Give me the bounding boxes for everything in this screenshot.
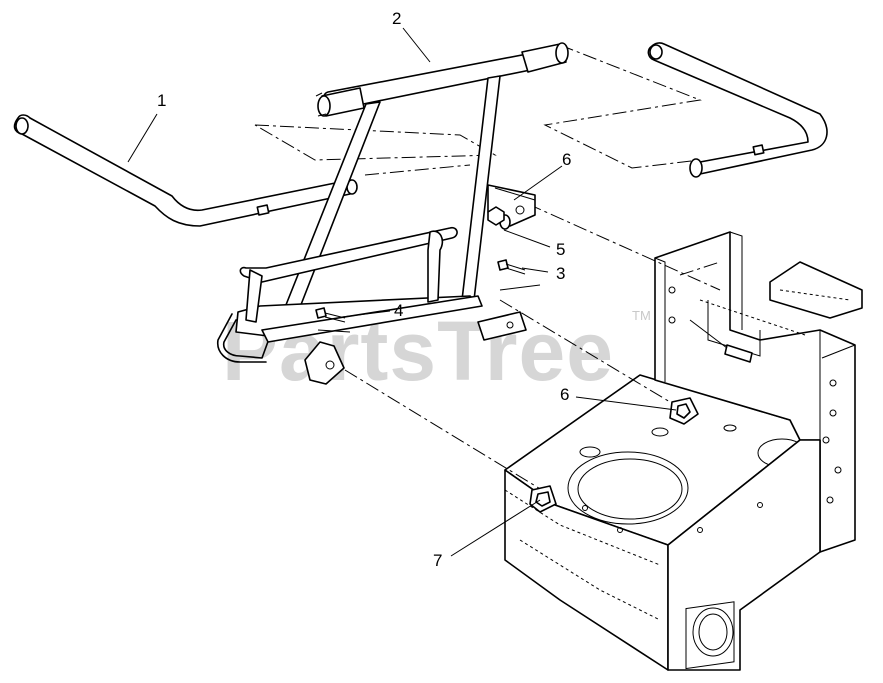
- callout-4: 4: [394, 301, 403, 320]
- leader-lines: [127, 27, 677, 557]
- watermark-trademark: TM: [632, 308, 651, 323]
- callout-7: 7: [433, 551, 442, 570]
- mower-frame: [504, 231, 863, 671]
- callout-6-upper: 6: [562, 150, 571, 169]
- handle-frame: [216, 42, 569, 385]
- right-handle-bar: [647, 42, 828, 178]
- callout-3: 3: [556, 264, 565, 283]
- callout-6-lower: 6: [560, 385, 569, 404]
- callout-1: 1: [157, 91, 166, 110]
- callout-2: 2: [392, 9, 401, 28]
- assembly-guides: [254, 44, 721, 491]
- hardware: [315, 206, 699, 513]
- callout-5: 5: [556, 240, 565, 259]
- callouts: 1 2 6 5 3 4 6 7: [157, 9, 571, 570]
- left-handle-bar: [13, 114, 358, 227]
